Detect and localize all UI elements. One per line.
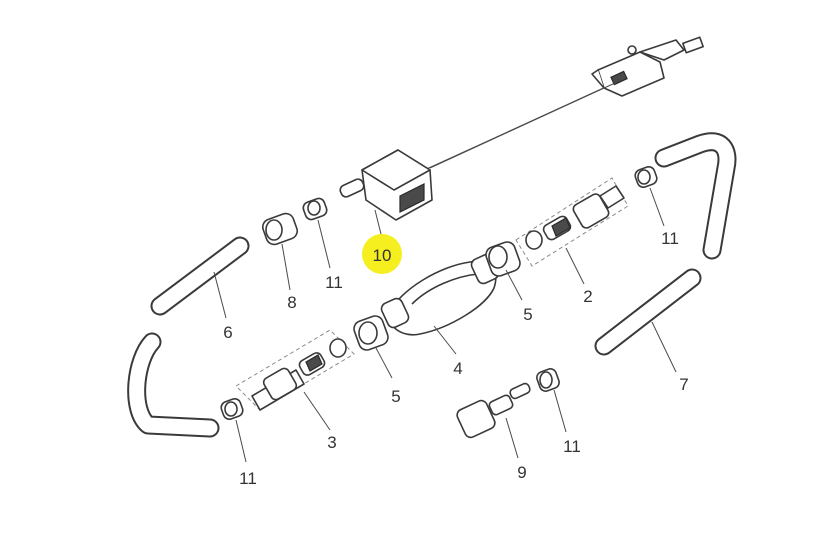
connector-fitting-part-9 [456, 382, 531, 459]
callout-2[interactable]: 2 [583, 287, 592, 306]
callout-7[interactable]: 7 [679, 375, 688, 394]
callout-8[interactable]: 8 [287, 293, 296, 312]
callout-5-lower[interactable]: 5 [391, 387, 400, 406]
callout-11-left[interactable]: 11 [239, 469, 257, 488]
callout-11-upper[interactable]: 11 [325, 273, 343, 292]
callout-4[interactable]: 4 [453, 359, 462, 378]
callout-3[interactable]: 3 [327, 433, 336, 452]
connector-kit-part-2 [515, 177, 629, 285]
fuel-connector-part-10[interactable] [339, 82, 616, 239]
callout-10[interactable]: 10 [373, 246, 392, 265]
sleeve-part-11-upper [302, 197, 331, 269]
callout-9[interactable]: 9 [517, 463, 526, 482]
connector-kit-part-3 [235, 329, 355, 431]
engine-connector-part [419, 36, 704, 173]
sleeve-part-5-upper [485, 241, 523, 301]
sleeve-part-5-lower [353, 315, 393, 379]
primer-bulb-part-4 [380, 253, 500, 355]
callout-5-upper[interactable]: 5 [523, 305, 532, 324]
callout-11-lower-right[interactable]: 11 [563, 437, 581, 456]
sleeve-part-11-lower-right [536, 368, 567, 433]
sleeve-part-8 [261, 212, 299, 291]
sleeve-part-11-upper-right [634, 166, 665, 227]
callout-highlight-10 [362, 234, 402, 274]
callout-11-upper-right[interactable]: 11 [661, 229, 679, 248]
sleeve-part-11-left [220, 398, 247, 463]
hose-part-6 [127, 236, 250, 438]
callout-6[interactable]: 6 [223, 323, 232, 342]
hose-part-7 [594, 132, 737, 373]
